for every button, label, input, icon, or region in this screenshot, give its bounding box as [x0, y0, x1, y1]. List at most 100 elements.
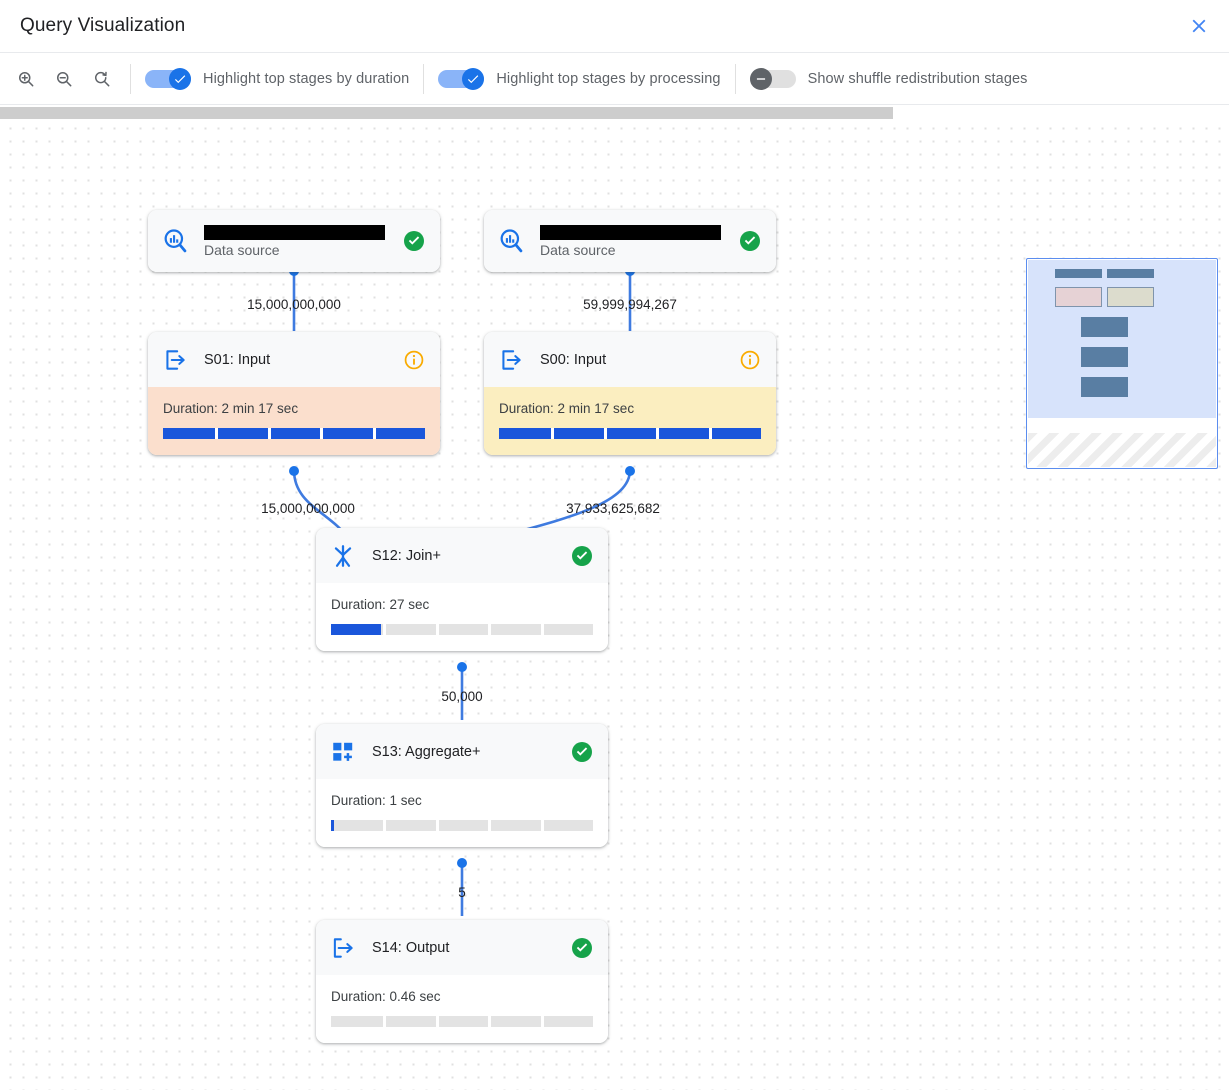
node-body: Duration: 27 sec: [316, 583, 608, 651]
progress-bar: [331, 820, 593, 831]
graph-minimap[interactable]: [1026, 258, 1218, 469]
minimap-node-highlight: [1107, 287, 1154, 307]
edge-label: 5: [458, 885, 466, 900]
toggle-highlight-processing-label: Highlight top stages by processing: [496, 70, 721, 87]
node-data-source-left[interactable]: Data source: [148, 210, 440, 272]
zoom-reset-button[interactable]: [88, 65, 116, 93]
duration-label: Duration: 2 min 17 sec: [163, 401, 299, 416]
output-arrow-icon: [328, 933, 358, 963]
edge-label: 15,000,000,000: [261, 501, 355, 516]
minimap-node: [1081, 317, 1128, 337]
switch-knob: [749, 67, 772, 90]
minimap-node: [1107, 269, 1154, 278]
duration-label: Duration: 1 sec: [331, 793, 422, 808]
node-title: S14: Output: [372, 939, 450, 956]
toggle-highlight-duration-label: Highlight top stages by duration: [203, 70, 410, 87]
page-title: Query Visualization: [20, 15, 186, 36]
graph-toolbar: Highlight top stages by duration Highlig…: [0, 52, 1229, 105]
status-badge-info[interactable]: [738, 348, 762, 372]
node-header: Data source: [148, 210, 440, 272]
data-source-search-icon: [496, 226, 526, 256]
node-header: S13: Aggregate+: [316, 724, 608, 779]
node-stage-s12[interactable]: S12: Join+ Duration: 27 sec: [316, 528, 608, 651]
graph-canvas[interactable]: 15,000,000,000 59,999,994,267 15,000,000…: [0, 120, 1229, 1090]
status-badge-success: [570, 544, 594, 568]
node-subtitle: Data source: [540, 241, 616, 258]
minimap-node: [1081, 377, 1128, 397]
node-header: Data source: [484, 210, 776, 272]
node-title: S13: Aggregate+: [372, 743, 481, 760]
toolbar-divider: [734, 63, 736, 94]
status-badge-info[interactable]: [402, 348, 426, 372]
input-arrow-icon: [160, 345, 190, 375]
progress-bar: [499, 428, 761, 439]
node-title-block: Data source: [540, 224, 738, 258]
node-header: S14: Output: [316, 920, 608, 975]
minimap-out-of-bounds: [1028, 433, 1216, 467]
edge-label: 37,933,625,682: [566, 501, 660, 516]
check-icon: [174, 74, 186, 83]
status-badge-success: [570, 936, 594, 960]
horizontal-scrollbar-thumb[interactable]: [0, 107, 893, 119]
zoom-out-button[interactable]: [50, 65, 78, 93]
node-header: S12: Join+: [316, 528, 608, 583]
close-button[interactable]: [1181, 8, 1217, 44]
edge-label: 15,000,000,000: [247, 297, 341, 312]
toggle-show-shuffle-label: Show shuffle redistribution stages: [807, 70, 1028, 87]
toggle-highlight-processing-switch[interactable]: [438, 67, 485, 90]
close-icon: [1192, 19, 1206, 33]
dialog-header: Query Visualization: [0, 0, 1229, 52]
minimap-node: [1055, 269, 1102, 278]
zoom-reset-icon: [95, 71, 110, 86]
node-title-block: Data source: [204, 224, 402, 258]
node-stage-s00[interactable]: S00: Input Duration: 2 min 17 sec: [484, 332, 776, 455]
toggle-highlight-duration-switch[interactable]: [145, 67, 191, 90]
status-badge-success: [402, 229, 426, 253]
zoom-out-icon: [57, 71, 72, 86]
status-badge-success: [570, 740, 594, 764]
duration-label: Duration: 2 min 17 sec: [499, 401, 635, 416]
node-title: S00: Input: [540, 351, 607, 368]
node-body: Duration: 1 sec: [316, 779, 608, 847]
toolbar-divider: [423, 63, 425, 94]
node-title: S12: Join+: [372, 547, 441, 564]
node-header: S00: Input: [484, 332, 776, 387]
toggle-show-shuffle-switch[interactable]: [749, 67, 796, 90]
node-body: Duration: 2 min 17 sec: [484, 387, 776, 455]
progress-bar: [331, 1016, 593, 1027]
redacted-title: [540, 224, 721, 240]
node-header: S01: Input: [148, 332, 440, 387]
toggle-highlight-duration[interactable]: Highlight top stages by duration: [145, 67, 410, 90]
node-body: Duration: 2 min 17 sec: [148, 387, 440, 455]
edge-label: 50,000: [441, 689, 483, 704]
zoom-in-button[interactable]: [12, 65, 40, 93]
node-stage-s13[interactable]: S13: Aggregate+ Duration: 1 sec: [316, 724, 608, 847]
toggle-highlight-processing[interactable]: Highlight top stages by processing: [438, 67, 721, 90]
redacted-title: [204, 224, 385, 240]
switch-knob: [462, 67, 485, 90]
data-source-search-icon: [160, 226, 190, 256]
node-data-source-right[interactable]: Data source: [484, 210, 776, 272]
minus-icon: [756, 77, 765, 80]
input-arrow-icon: [496, 345, 526, 375]
check-icon: [468, 74, 479, 83]
node-stage-s14[interactable]: S14: Output Duration: 0.46 sec: [316, 920, 608, 1043]
progress-bar: [331, 624, 593, 635]
edge-label: 59,999,994,267: [583, 297, 677, 312]
aggregate-icon: [328, 737, 358, 767]
duration-label: Duration: 27 sec: [331, 597, 430, 612]
node-subtitle: Data source: [204, 241, 280, 258]
node-title: S01: Input: [204, 351, 271, 368]
join-icon: [328, 541, 358, 571]
horizontal-scrollbar[interactable]: [0, 106, 1229, 120]
progress-bar: [163, 428, 425, 439]
minimap-node: [1081, 347, 1128, 367]
toolbar-divider: [130, 63, 131, 94]
node-stage-s01[interactable]: S01: Input Duration: 2 min 17 sec: [148, 332, 440, 455]
switch-knob: [169, 67, 191, 90]
minimap-node-highlight: [1055, 287, 1102, 307]
toggle-show-shuffle[interactable]: Show shuffle redistribution stages: [749, 67, 1028, 90]
zoom-in-icon: [19, 71, 34, 86]
status-badge-success: [738, 229, 762, 253]
node-body: Duration: 0.46 sec: [316, 975, 608, 1043]
